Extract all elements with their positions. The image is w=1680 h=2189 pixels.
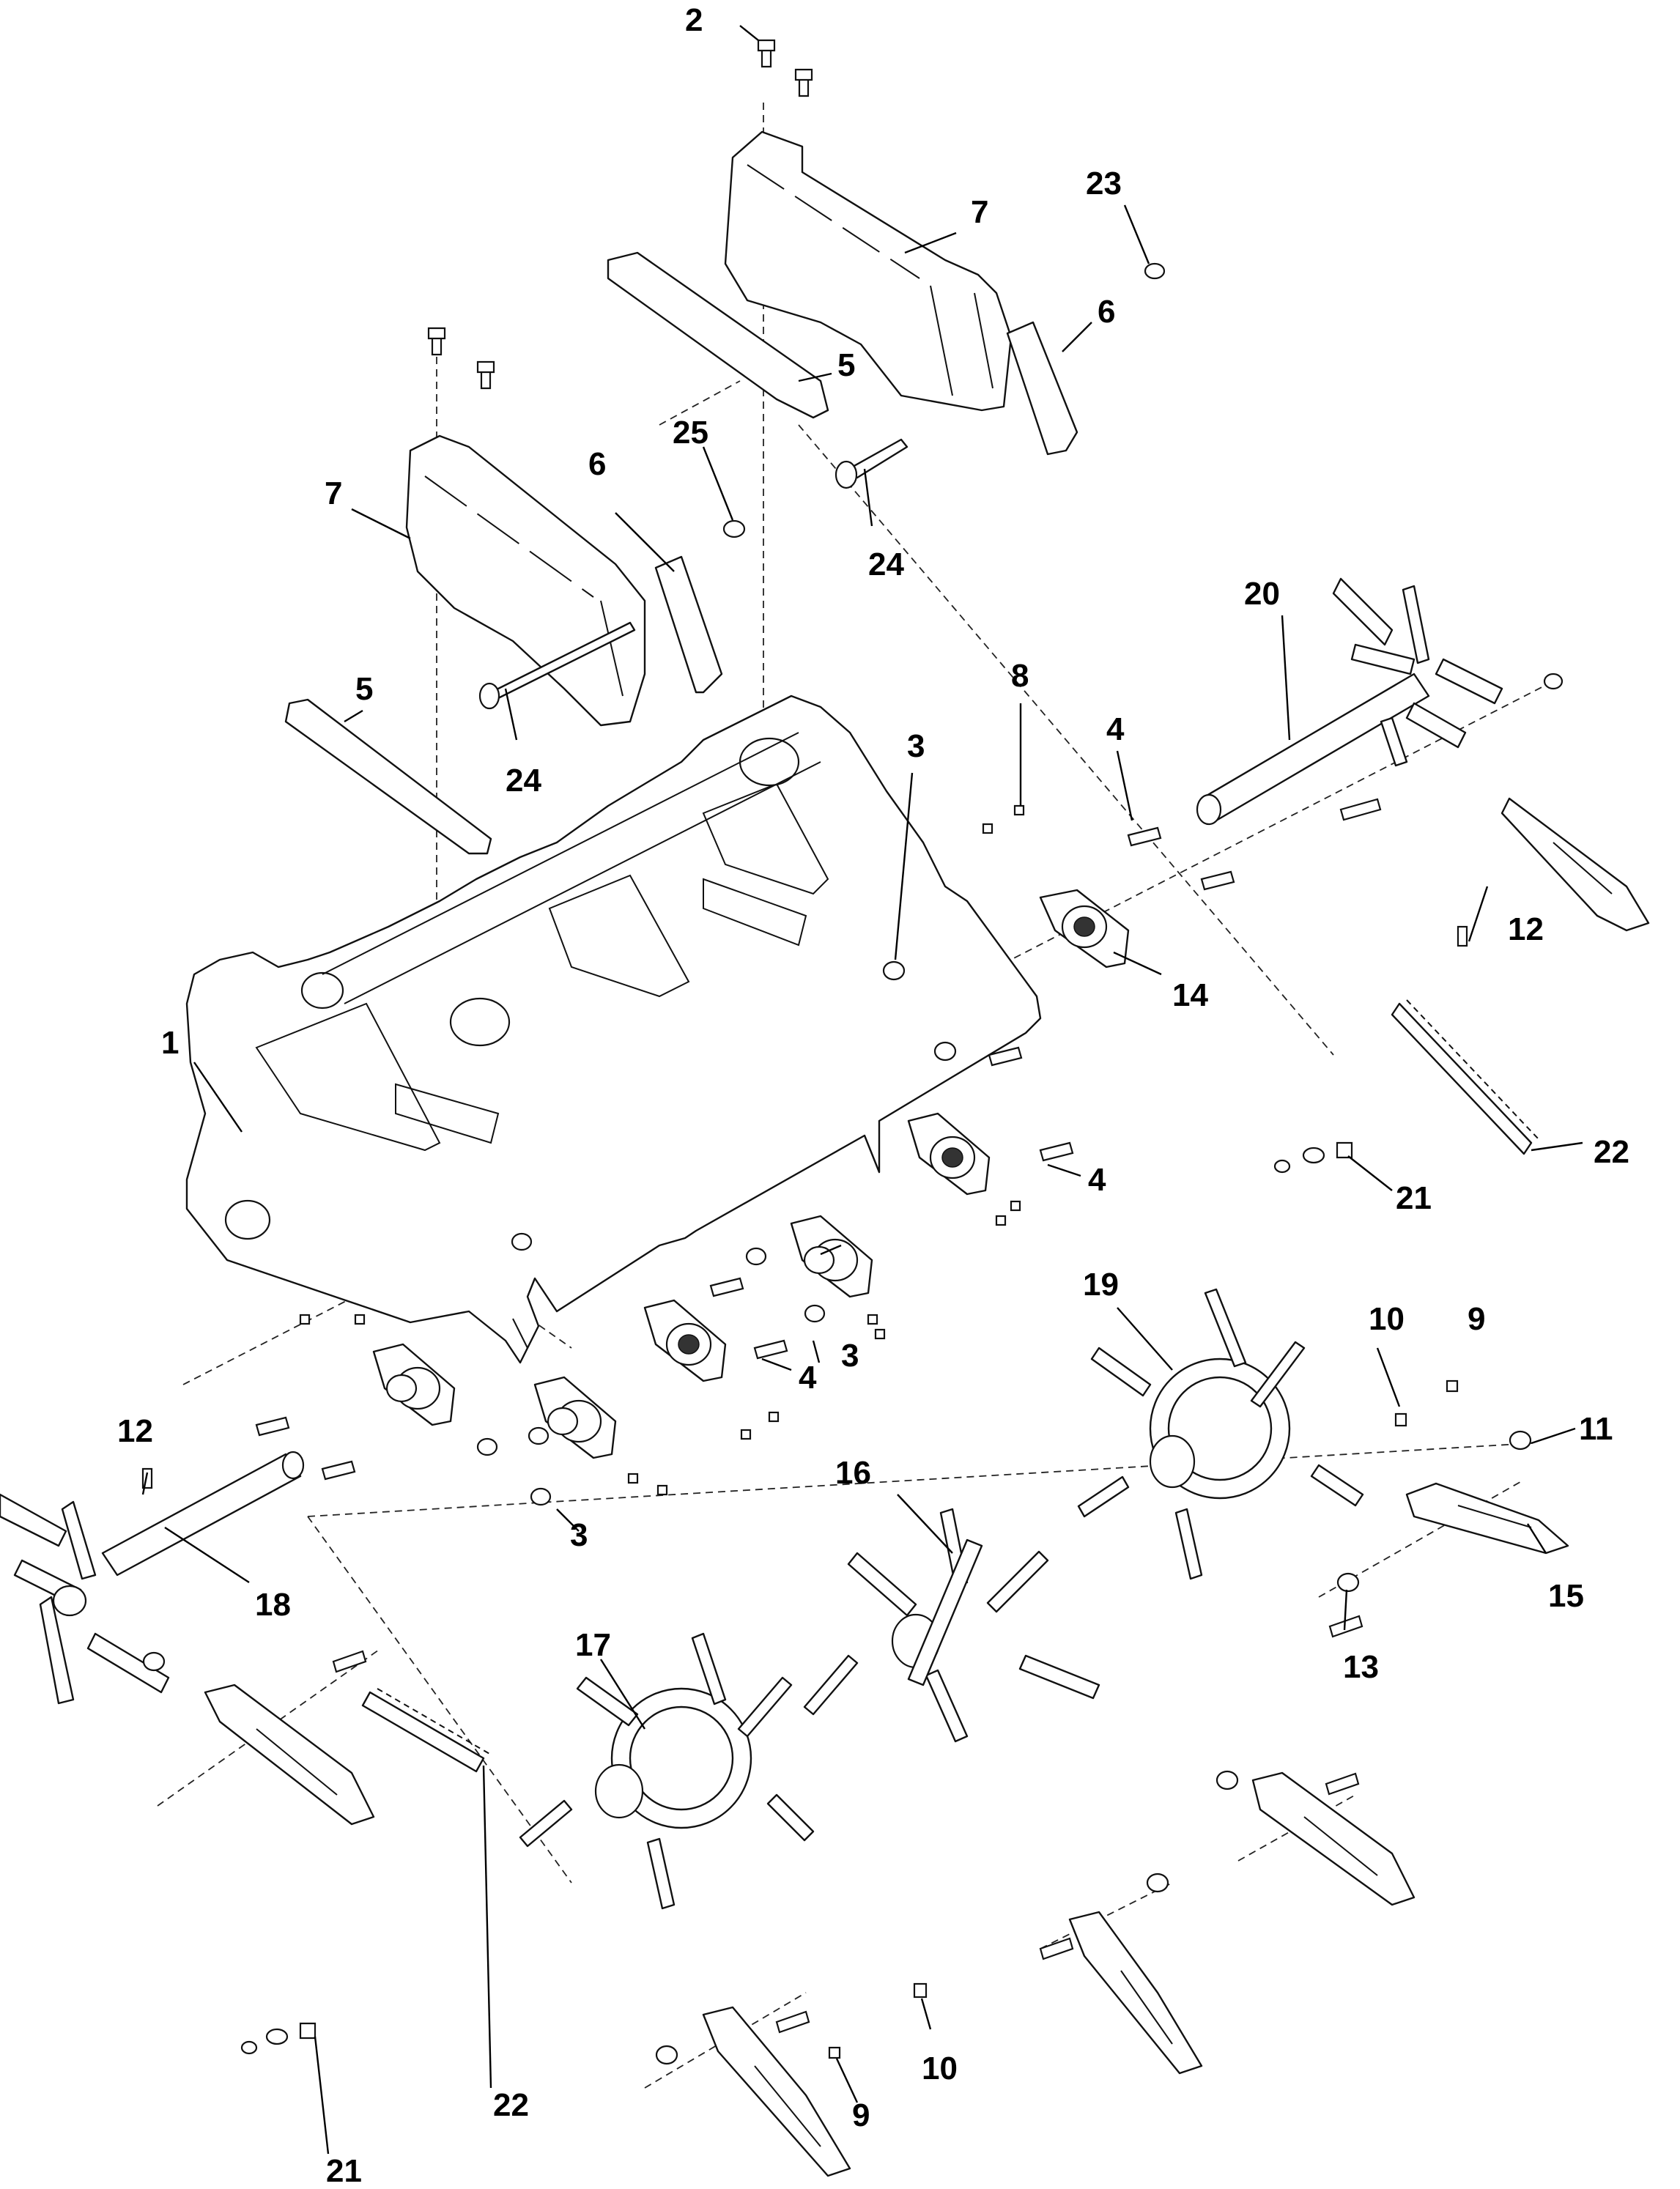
callout-24-upper: 24: [868, 547, 904, 582]
tine-assembly-16: [803, 1508, 1100, 1743]
tine-blade-upper-right: [1500, 797, 1650, 932]
callout-18: 18: [255, 1587, 291, 1623]
callout-1: 1: [161, 1025, 179, 1061]
callout-7-upper: 7: [971, 194, 988, 230]
callout-3-upper: 3: [907, 728, 925, 764]
callout-4-middle: 4: [1088, 1162, 1106, 1198]
strap-left: [284, 698, 492, 855]
tine-blade-15: [1405, 1482, 1569, 1555]
callout-20: 20: [1244, 576, 1280, 612]
callout-19: 19: [1083, 1267, 1119, 1303]
callout-7-left: 7: [325, 475, 342, 511]
bearing-flange-14: [1039, 889, 1130, 968]
callout-8: 8: [1011, 658, 1029, 694]
tine-assembly-left: [0, 1493, 170, 1705]
callout-3-lower: 3: [570, 1517, 588, 1553]
tine-assembly-upper-right: [1332, 577, 1564, 767]
tine-blade-right-lower: [1251, 1771, 1416, 1906]
bearing-flange-c: [790, 1215, 873, 1298]
callout-2: 2: [685, 2, 703, 38]
tine-blade-bottom: [702, 2006, 851, 2177]
tine-blade-center-lower: [1068, 1911, 1203, 2075]
callout-13: 13: [1343, 1649, 1379, 1685]
side-plate-left: [654, 555, 723, 694]
shaft-20: [1196, 673, 1430, 826]
callout-16: 16: [835, 1455, 871, 1491]
callout-9-lower: 9: [852, 2097, 870, 2133]
callout-12-right: 12: [1508, 911, 1544, 947]
callout-10-lower: 10: [922, 2051, 958, 2086]
tine-blade-left-lower: [204, 1684, 375, 1826]
callout-21-lower: 21: [326, 2153, 362, 2189]
connecting-link-upper: [1273, 1141, 1353, 1174]
callout-3-middle: 3: [841, 1338, 859, 1374]
callout-23: 23: [1086, 166, 1122, 201]
callout-6-upper: 6: [1098, 294, 1115, 330]
callout-5-left: 5: [355, 671, 373, 707]
main-frame: [185, 695, 1042, 1364]
callout-15: 15: [1548, 1578, 1584, 1614]
roller-chain-upper: [1391, 999, 1539, 1155]
callout-21-upper: 21: [1396, 1180, 1432, 1216]
callout-9-upper: 9: [1468, 1301, 1485, 1337]
callout-25: 25: [673, 415, 708, 451]
tine-assembly-17: [519, 1632, 815, 1910]
shaft-18: [101, 1451, 305, 1577]
hardware-upper: [757, 39, 1166, 489]
connecting-link-lower: [240, 2022, 317, 2055]
callout-labels: 2 23 7 6 5 25 6 7 24 20 8 5 24 3 4 12 14…: [117, 2, 1629, 2189]
hardware-left: [427, 327, 746, 710]
callout-5-upper: 5: [837, 347, 855, 383]
bearing-flange-b: [907, 1112, 991, 1196]
callout-11: 11: [1579, 1411, 1613, 1447]
loose-hardware: [141, 798, 1532, 2065]
callout-12-left: 12: [117, 1413, 153, 1449]
bearing-flange-e: [372, 1343, 456, 1426]
callout-14: 14: [1172, 977, 1208, 1013]
bearing-flange-f: [533, 1376, 617, 1459]
callout-24-left: 24: [506, 763, 541, 799]
tine-assembly-19: [1077, 1288, 1364, 1580]
callout-6-left: 6: [588, 446, 606, 482]
side-plate-upper: [1006, 321, 1078, 456]
callout-22-lower: 22: [493, 2087, 529, 2123]
strap-upper: [607, 251, 829, 419]
callout-4-upper: 4: [1106, 711, 1125, 747]
belt-cover-upper: [724, 130, 1013, 412]
callout-22-upper: 22: [1594, 1134, 1629, 1170]
callout-10-upper: 10: [1369, 1301, 1405, 1337]
bearing-flange-d: [643, 1299, 727, 1382]
roller-chain-lower: [361, 1688, 492, 1773]
callout-4-lower: 4: [799, 1360, 817, 1396]
callout-17: 17: [575, 1627, 611, 1663]
callout-leaders: [141, 25, 1583, 2155]
